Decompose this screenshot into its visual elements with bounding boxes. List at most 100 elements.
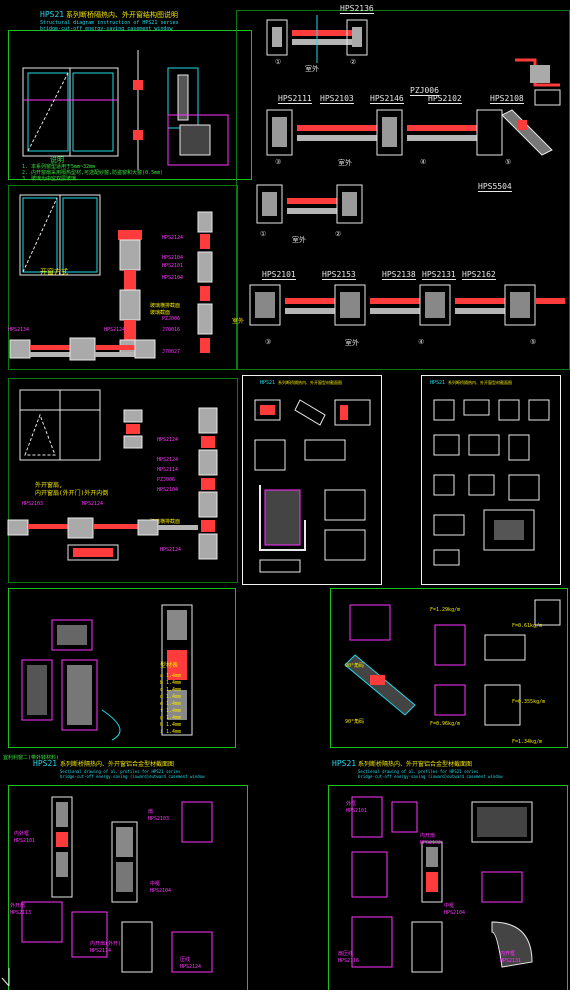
mb-weight-0: F=0.61kg/m [512, 623, 543, 629]
ml-label-b0: HPS2134 [8, 327, 30, 333]
num-1b: ① [260, 230, 267, 238]
outside-label-3: 室外 [292, 236, 306, 244]
mb-table-title: 型材表 [160, 662, 179, 669]
br-label-8: 内开框 [500, 951, 516, 957]
ml2-label-d2: HPS2124 [160, 547, 182, 553]
br-label-1: HPS2101 [346, 808, 368, 814]
bl-header: 宜利利窗二(带外转材料) [3, 755, 60, 761]
br-label-3: HPS2102 [420, 840, 442, 846]
ml-label-a0: HPS2124 [162, 235, 184, 241]
sheet3-series: HPS21 [430, 380, 446, 386]
code-hps5504: HPS5504 [478, 182, 512, 192]
ml2-note-1: 外开窗扇, [35, 482, 63, 489]
sheet-mid-left [8, 185, 238, 370]
code-hps2111: HPS2111 [278, 94, 312, 104]
mid-left-vertical-section-2 [197, 211, 213, 353]
sheet3-profiles [433, 399, 550, 566]
code-hps2103: HPS2103 [320, 94, 354, 104]
mb-weight-2: F=0.355kg/m [512, 699, 546, 705]
section-row-2 [266, 109, 553, 156]
mb-angle-1: 90°角码 [345, 663, 365, 669]
section-row-3 [256, 184, 363, 224]
bl-label-6: 外开扇 [10, 903, 26, 909]
ml2-label-c2: HPS2114 [157, 467, 179, 473]
outside-label-1: 室外 [305, 65, 319, 73]
bl-title-en-1: Sectional drawing of al. profiles for HP… [60, 769, 181, 774]
code-hps2138: HPS2138 [382, 270, 416, 280]
code-hps2131: HPS2131 [422, 270, 456, 280]
sheet1-title-cn: 系列断桥隔热内、外开窗结构图说明 [66, 11, 178, 19]
bl-label-7: HPS2113 [10, 910, 32, 916]
bl-label-1: HPS2101 [14, 838, 36, 844]
ml2-label-d1: HPS2124 [82, 501, 104, 507]
mid-bottom-left-profiles [21, 604, 193, 741]
ml-label-a2: HPS2101 [162, 263, 184, 269]
br-label-4: 中梃 [444, 903, 455, 909]
mb-weight-3: F=1.34kg/m [512, 739, 543, 745]
num-2: ② [350, 58, 357, 66]
outside-label-4: 室外 [345, 339, 359, 347]
ucs-axis-icon [1, 968, 10, 987]
ml2-label-c0: HPS2124 [157, 437, 179, 443]
ml2-label-c1: HPS2124 [157, 457, 179, 463]
num-2b: ② [335, 230, 342, 238]
sheet-bottom-left [8, 785, 248, 990]
sheet1-series: HPS21 [40, 10, 65, 19]
sheet-structure-instruction [8, 30, 252, 180]
mid-left-elevation [19, 194, 101, 276]
ml-glass-sub: 玻璃截面 [150, 310, 171, 316]
mb-weight-4: F=0.96kg/m [430, 721, 461, 727]
sheet1-title-en-1: Structural diagram instruction of HPS21 … [40, 20, 179, 26]
mb-angle-2: 90°角码 [345, 719, 365, 725]
mid-left-2-elevation [19, 389, 101, 461]
sheet1-title-en-2: bridge-cut-off energy-saving casement wi… [40, 26, 173, 32]
bl-label-8: 内开扇(外开) [90, 941, 122, 947]
ml-outside: 室外 [232, 318, 245, 325]
code-hps2102: HPS2102 [428, 94, 462, 104]
mid-bottom-right-profiles [344, 599, 561, 726]
mb-row-0: a 1.4mm [160, 673, 182, 679]
sheet-profiles-a [242, 375, 382, 585]
mb-row-6: g 1.4mm [160, 715, 182, 721]
br-label-6: 扇压线 [338, 951, 354, 957]
bl-label-4: 中梃 [150, 881, 161, 887]
bl-title: 系列断桥隔热内、外开窗铝合金型材截面图 [60, 761, 175, 768]
ml-label-b1: HPS2124 [104, 327, 126, 333]
num-1: ① [275, 58, 282, 66]
section-row-1 [266, 15, 368, 63]
ml-label-a6: J70027 [162, 349, 181, 355]
sheet-mid-bottom-right [330, 588, 568, 748]
code-hps2101: HPS2101 [262, 270, 296, 280]
code-hps2108: HPS2108 [490, 94, 524, 104]
br-title-en-2: bridge-cut-off energy-saving (inward)out… [358, 774, 503, 779]
sheet1-elevation-drawing [22, 50, 229, 170]
bl-label-2: 扇 [148, 809, 154, 815]
mid-left-2-horizontal-section [7, 517, 198, 561]
sheet1-note-3: 3. 玻璃为中空双层玻璃 [22, 176, 77, 182]
br-label-5: HPS2104 [444, 910, 466, 916]
sheet1-note-2: 2. 内开窗扇采用隔热型材,可选配纱窗,防盗窗和大窗(0.5mm) [22, 170, 164, 176]
mb-row-3: d 1.4mm [160, 694, 182, 700]
br-label-9: HPS2131 [500, 958, 522, 964]
br-title: 系列断桥隔热内、外开窗铝合金型材截面图 [358, 761, 473, 768]
corner-profile-1 [515, 58, 561, 106]
mb-weight-1: F=1.29kg/m [430, 607, 461, 613]
sheet2-series: HPS21 [260, 380, 276, 386]
bottom-left-profiles [21, 796, 213, 973]
sheet2-profiles [254, 399, 371, 573]
sheet3-title: 系列断桥隔热内、外开窗型材截面图 [448, 380, 512, 385]
mid-left-horizontal-section [9, 337, 156, 361]
ml2-glass-label: 玻璃横排截面 [150, 519, 181, 525]
num-5b: ⑤ [530, 338, 537, 346]
mb-row-1: b 1.4mm [160, 680, 182, 686]
mb-row-8: i 1.4mm [160, 729, 182, 735]
ml-label-a3: HPS2104 [162, 275, 184, 281]
num-4b: ④ [418, 338, 425, 346]
br-label-7: HPS2116 [338, 958, 360, 964]
sheet-mid-bottom-left [8, 588, 236, 748]
mid-left-note-3: 开窗方式 [40, 268, 68, 276]
mb-row-7: h 1.4mm [160, 722, 182, 728]
ml2-label-c3: PZJ006 [157, 477, 176, 483]
sheet1-note-1: 1. 本系列窗型适用于5mm~32mm [22, 164, 96, 170]
bl-label-9: HPS2114 [90, 948, 112, 954]
